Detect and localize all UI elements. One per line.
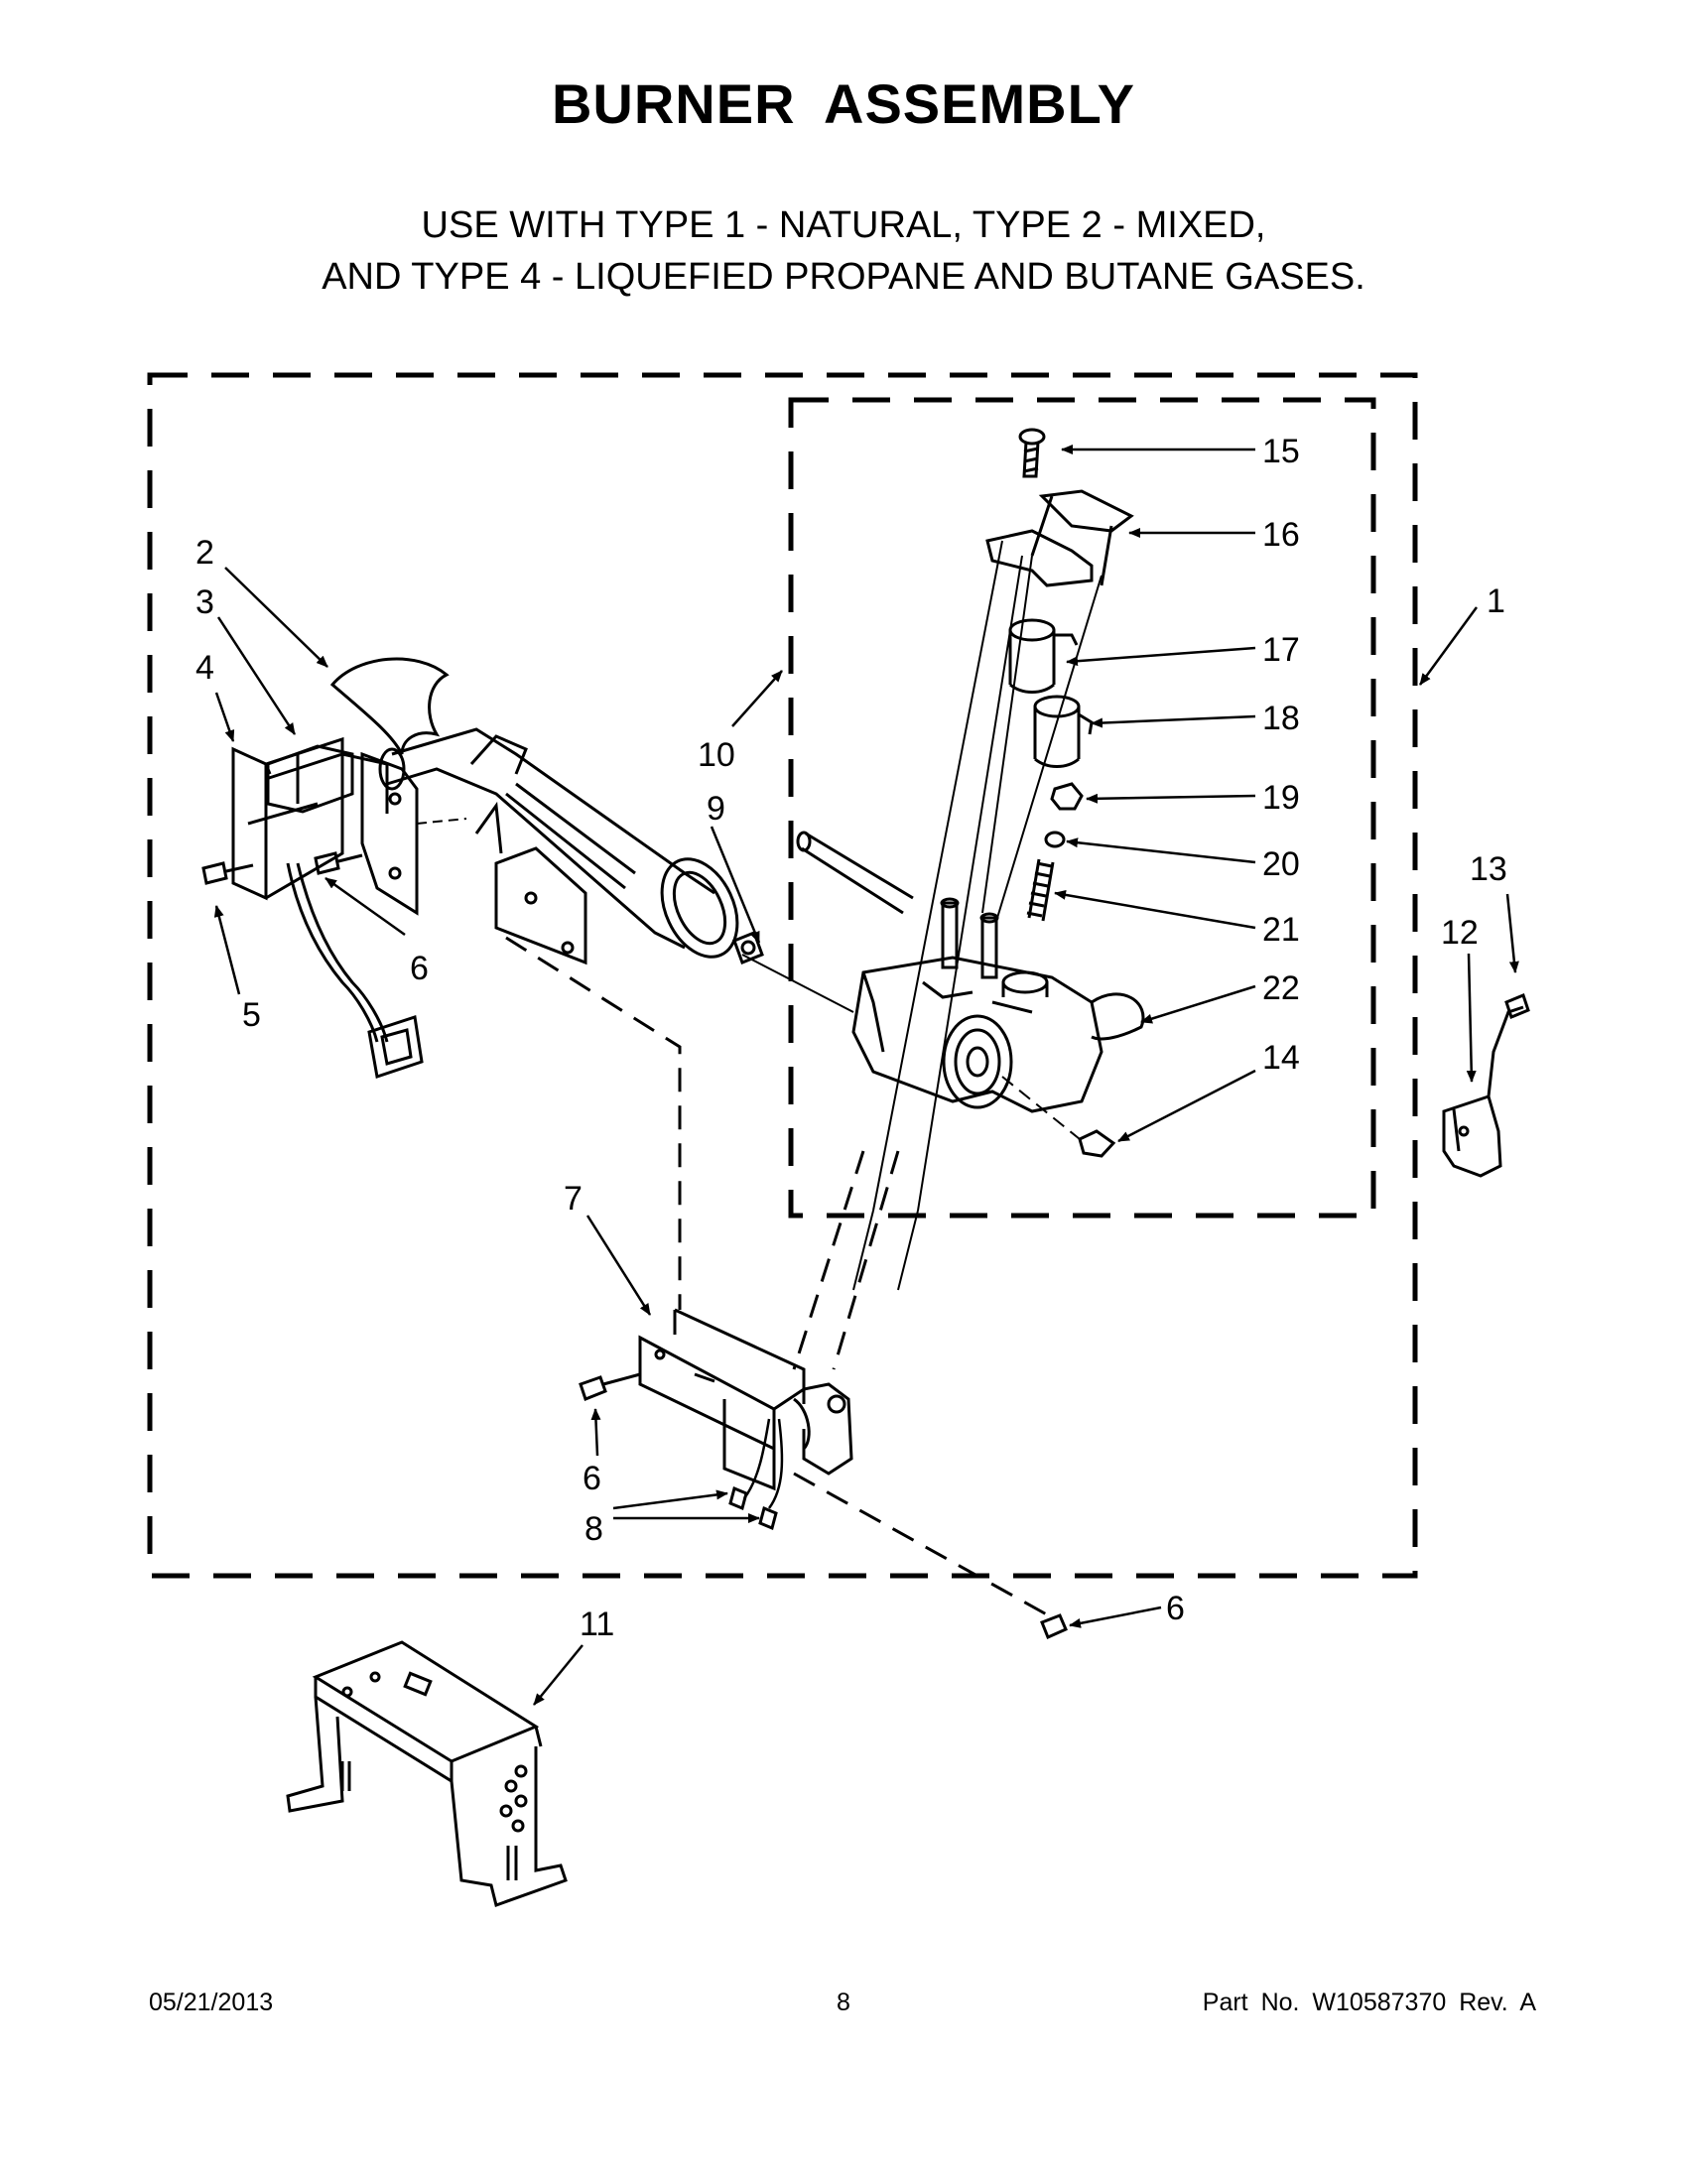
bracket-wires <box>742 1418 784 1509</box>
base-bracket-11-part <box>286 1640 568 1907</box>
tube-bracket-part <box>474 801 587 965</box>
leader-arrows <box>213 445 1519 1706</box>
guide-line-valve-to-bracket <box>792 1150 900 1370</box>
callout-22: 22 <box>1262 969 1300 1007</box>
guide-line-orifice <box>741 954 854 1013</box>
callout-16: 16 <box>1262 516 1300 554</box>
guide-line-tube-to-bracket <box>505 936 682 1310</box>
callout-15: 15 <box>1262 433 1300 470</box>
coil-18-part <box>1033 695 1094 768</box>
callout-6-left: 6 <box>410 950 429 987</box>
side-bracket-12-part <box>1442 1005 1524 1178</box>
callout-11: 11 <box>580 1606 614 1643</box>
spring-21-part <box>1026 858 1055 922</box>
callout-21: 21 <box>1262 911 1300 949</box>
coil-bracket-part <box>985 489 1134 587</box>
callout-18: 18 <box>1262 700 1300 737</box>
screw-13-part <box>1504 993 1530 1019</box>
connector-14-part <box>1078 1129 1116 1158</box>
mounting-plate-part <box>360 751 419 916</box>
screw-8-part <box>728 1485 778 1531</box>
wire-harness-part <box>286 862 424 1079</box>
screw-15-part <box>1018 428 1046 478</box>
callout-2: 2 <box>195 534 214 572</box>
screw-6-bottom-part <box>1040 1613 1068 1640</box>
callout-7: 7 <box>564 1180 583 1218</box>
callout-12: 12 <box>1441 914 1479 952</box>
igniter-part <box>266 744 354 814</box>
callout-9: 9 <box>707 790 725 828</box>
callout-6-middle: 6 <box>583 1460 601 1497</box>
footer-date: 05/21/2013 <box>149 1989 274 2016</box>
callout-1: 1 <box>1487 582 1505 620</box>
exploded-guide-lines <box>852 540 1103 1291</box>
bracket-7-part <box>638 1308 853 1491</box>
callout-5: 5 <box>242 996 261 1034</box>
cap-19-part <box>1050 782 1084 811</box>
callout-8: 8 <box>584 1510 603 1548</box>
guide-line-bracket-to-screw <box>793 1472 1053 1619</box>
footer-part-number: Part No. W10587370 Rev. A <box>1202 1989 1536 2016</box>
callout-14: 14 <box>1262 1039 1300 1077</box>
screw-6-left-part <box>579 1372 641 1401</box>
outer-assembly-boundary <box>147 372 1418 1579</box>
screw-part <box>201 851 363 885</box>
callout-6-bottom: 6 <box>1166 1590 1185 1627</box>
page-title: BURNER ASSEMBLY <box>551 72 1136 135</box>
guide-line-tube-bracket <box>416 818 467 825</box>
burner-tube-part <box>329 657 739 959</box>
callout-4: 4 <box>195 649 214 687</box>
callout-13: 13 <box>1470 850 1507 888</box>
orifice-part <box>732 931 764 964</box>
callout-10: 10 <box>698 736 735 774</box>
subtitle-line-1: USE WITH TYPE 1 - NATURAL, TYPE 2 - MIXE… <box>421 204 1266 246</box>
callout-17: 17 <box>1262 631 1300 669</box>
igniter-bracket-part <box>231 736 389 901</box>
callout-19: 19 <box>1262 779 1300 817</box>
plunger-20-part <box>1044 831 1066 848</box>
guide-line-14 <box>1001 1076 1081 1140</box>
coil-17-part <box>1008 618 1079 694</box>
footer-page-number: 8 <box>837 1989 850 2016</box>
callout-20: 20 <box>1262 845 1300 883</box>
subtitle-line-2: AND TYPE 4 - LIQUEFIED PROPANE AND BUTAN… <box>322 256 1365 298</box>
gas-valve-part <box>851 956 1145 1113</box>
callout-3: 3 <box>195 583 214 621</box>
manifold-pipe-part <box>796 831 914 915</box>
valve-assembly-boundary <box>788 397 1376 1219</box>
